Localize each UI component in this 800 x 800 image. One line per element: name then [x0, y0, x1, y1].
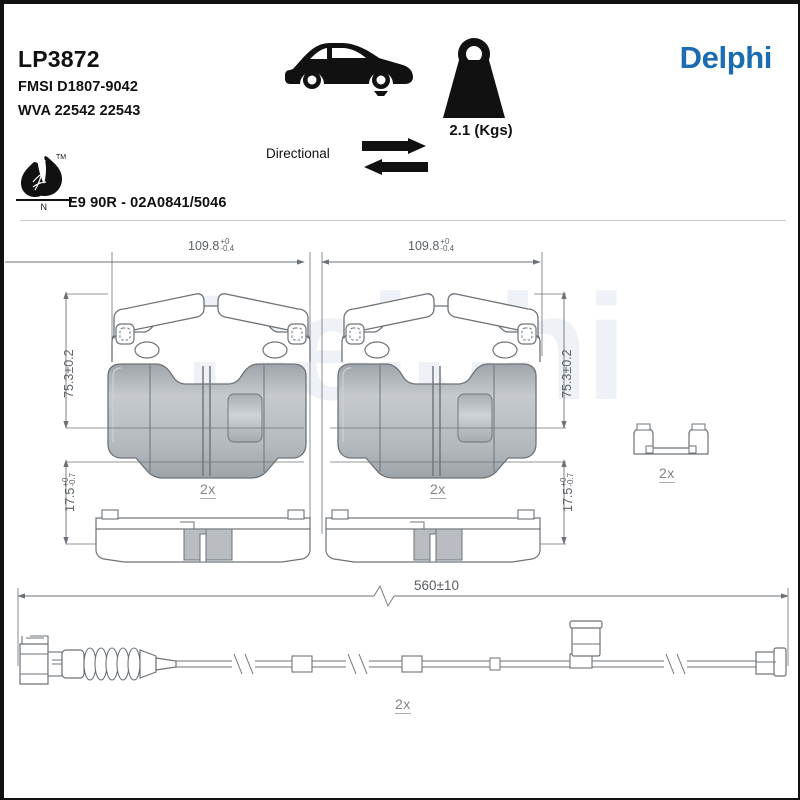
- leaf-eco-icon: [16, 154, 72, 212]
- brake-pad-left-section: [95, 509, 311, 563]
- dimension-thickness-left: 17.5+0-0.7: [61, 472, 77, 512]
- car-side-icon: [284, 34, 414, 101]
- weight-label: 2.1 (Kgs): [449, 122, 513, 139]
- page-title: LP3872: [18, 46, 100, 72]
- homologation-code: E9 90R - 02A0841/5046: [68, 195, 227, 211]
- wva-code: WVA 22542 22543: [18, 102, 141, 119]
- quantity-pad-left: 2x: [200, 481, 216, 499]
- dimension-length-left: 109.8+0-0.4: [188, 237, 235, 254]
- attributes-cluster: Directional 2.1 (Kgs): [266, 34, 566, 175]
- dimension-thickness-right: 17.5+0-0.7: [559, 472, 575, 512]
- dimension-sensor-length: 560±10: [414, 578, 459, 593]
- accessory-clip-drawing: [633, 423, 709, 455]
- dimension-length-right: 109.8+0-0.4: [408, 237, 455, 254]
- header-codes: LP3872 FMSI D1807-9042 WVA 22542 22543: [18, 48, 140, 118]
- eco-mark-letter: N: [16, 199, 72, 212]
- header-divider: [20, 220, 786, 221]
- brake-pad-right-section: [325, 509, 541, 563]
- weight-kettlebell-icon: [426, 36, 522, 125]
- quantity-wear-sensor: 2x: [395, 696, 411, 714]
- quantity-accessory-clip: 2x: [659, 465, 675, 483]
- dimension-height-left: 75.3±0.2: [62, 349, 76, 398]
- trademark-symbol: TM: [56, 154, 67, 161]
- watermark: Delphi: [183, 263, 627, 431]
- directional-label: Directional: [266, 146, 330, 161]
- fmsi-code: FMSI D1807-9042: [18, 79, 138, 95]
- wear-sensor-drawing: [19, 620, 787, 685]
- delphi-logo: Delphi: [679, 40, 773, 75]
- dimension-height-right: 75.3±0.2: [560, 349, 574, 398]
- quantity-pad-right: 2x: [430, 481, 446, 499]
- bidirectional-arrows-icon: [362, 138, 428, 183]
